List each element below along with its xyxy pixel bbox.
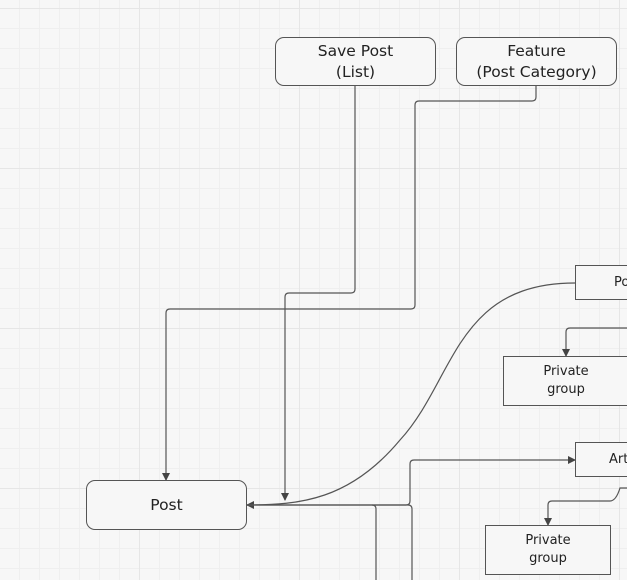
node-save-post-label: Save Post (List) (317, 41, 394, 81)
node-private-group-2-label: Private group (525, 533, 571, 566)
edge-post-down-1[interactable] (247, 504, 377, 580)
node-feature[interactable]: Feature (Post Category) (456, 37, 617, 86)
node-art-partial[interactable]: Art (575, 442, 627, 477)
node-save-post[interactable]: Save Post (List) (275, 37, 436, 86)
node-private-group-2[interactable]: Private group (485, 525, 611, 575)
node-private-group-1[interactable]: Private group (503, 356, 627, 406)
node-private-group-1-label: Private group (543, 364, 589, 397)
edge-post-down-2[interactable] (372, 504, 413, 580)
node-art-partial-label: Art (609, 451, 627, 467)
edge-po-to-post[interactable] (246, 282, 576, 509)
edge-to-private-group-2[interactable] (544, 487, 627, 526)
node-post-label: Post (150, 495, 183, 514)
node-po-partial[interactable]: Po (575, 265, 627, 300)
node-feature-label: Feature (Post Category) (476, 41, 597, 81)
node-po-partial-label: Po (614, 274, 627, 290)
node-post[interactable]: Post (86, 480, 247, 530)
edge-feature-to-post[interactable] (162, 86, 537, 481)
edge-save-post-to-post[interactable] (281, 86, 356, 501)
edge-post-to-art[interactable] (247, 456, 576, 506)
edge-to-private-group-1[interactable] (562, 327, 627, 357)
